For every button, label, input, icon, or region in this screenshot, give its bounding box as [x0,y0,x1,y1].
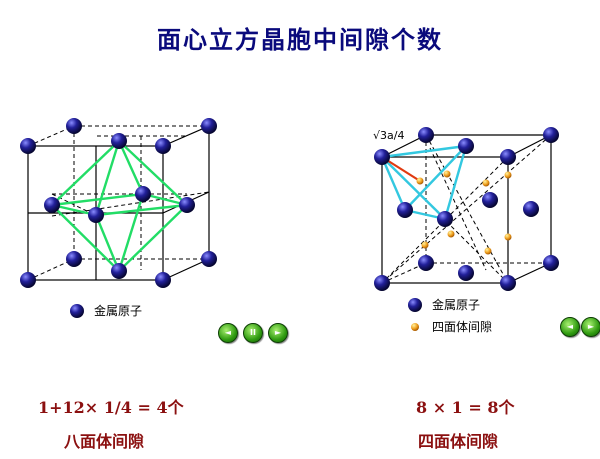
prev-button[interactable]: ◄ [218,323,238,343]
atom [543,255,559,271]
right-prev-button[interactable]: ◄ [560,317,580,337]
atom [543,127,559,143]
void [504,233,512,241]
edge-label: √3a/4 [373,129,404,142]
next-button[interactable]: ► [268,323,288,343]
void [447,230,455,238]
legend-void-icon [411,323,419,331]
void [416,177,424,185]
atom [88,207,104,223]
tetrahedral-voids [416,170,512,255]
atom [155,272,171,288]
left-formula: 1+12× 1/4 = 4个 [38,398,184,417]
atom [111,263,127,279]
atom [397,202,413,218]
atom [201,118,217,134]
void [421,241,429,249]
right-legend-void: 四面体间隙 [432,320,492,334]
atom [66,118,82,134]
atom [500,275,516,291]
pause-button[interactable]: II [243,323,263,343]
atom [458,265,474,281]
atom [437,211,453,227]
atom [201,251,217,267]
atom [111,133,127,149]
legend-atom-icon [70,304,84,318]
left-atoms [20,118,217,288]
right-caption: 四面体间隙 [418,432,499,451]
atom [500,149,516,165]
right-atoms [374,127,559,291]
right-legend-atom: 金属原子 [432,297,480,312]
right-next-button[interactable]: ► [581,317,600,337]
atom [155,138,171,154]
right-cell: √3a/4 [373,127,559,334]
void [504,171,512,179]
atom [20,138,36,154]
atom [374,149,390,165]
atom [44,197,60,213]
atom [458,138,474,154]
page-title: 面心立方晶胞中间隙个数 [157,26,443,54]
atom [482,192,498,208]
atom [135,186,151,202]
atom [179,197,195,213]
left-caption: 八面体间隙 [64,432,145,451]
atom [374,275,390,291]
void [443,170,451,178]
atom [20,272,36,288]
left-cell: 金属原子 [20,118,217,318]
legend-atom-icon [408,298,422,312]
atom [66,251,82,267]
atom [523,201,539,217]
atom [418,127,434,143]
right-formula: 8 × 1 = 8个 [416,398,515,417]
void [482,179,490,187]
left-legend-atom: 金属原子 [94,303,142,318]
atom [418,255,434,271]
void [484,247,492,255]
